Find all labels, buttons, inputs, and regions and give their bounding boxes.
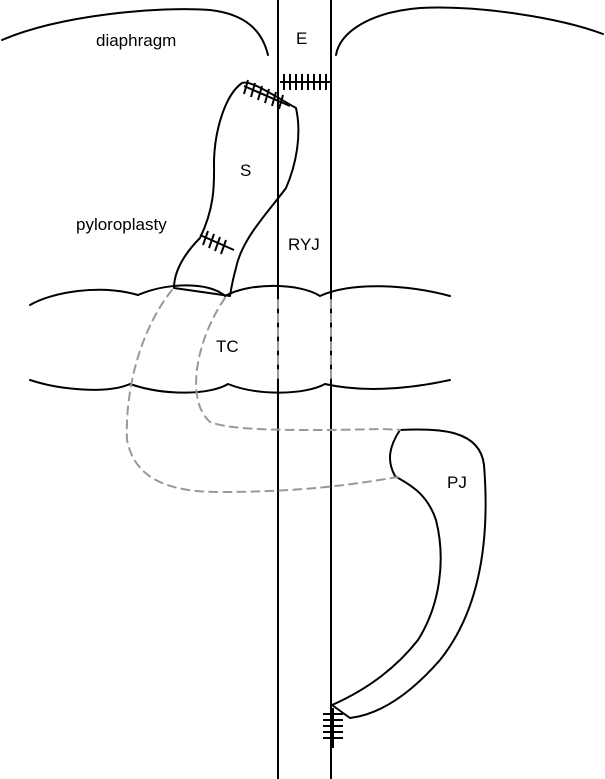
stomach-outline bbox=[173, 81, 300, 297]
label-esophagus: E bbox=[296, 29, 307, 48]
label-diaphragm: diaphragm bbox=[96, 31, 176, 50]
transverse-colon-bottom bbox=[29, 379, 451, 394]
hidden-path-inner bbox=[195, 297, 401, 432]
label-roux-y-jejunum: RYJ bbox=[288, 235, 320, 254]
label-stomach: S bbox=[240, 161, 251, 180]
diaphragm-left-dome bbox=[1, 8, 269, 56]
hidden-path-outer bbox=[125, 289, 399, 494]
proximal-jejunum-outline bbox=[331, 428, 487, 719]
label-pyloroplasty: pyloroplasty bbox=[76, 215, 167, 234]
stomach-staple-line bbox=[243, 79, 291, 110]
diaphragm-right-dome bbox=[335, 6, 604, 56]
jejunal-anastomosis-suture bbox=[323, 708, 343, 748]
label-transverse-colon: TC bbox=[216, 337, 239, 356]
transverse-colon-top bbox=[29, 284, 451, 306]
pyloroplasty-suture bbox=[199, 230, 235, 255]
esophageal-anastomosis-suture bbox=[280, 74, 330, 90]
label-proximal-jejunum: PJ bbox=[447, 473, 467, 492]
